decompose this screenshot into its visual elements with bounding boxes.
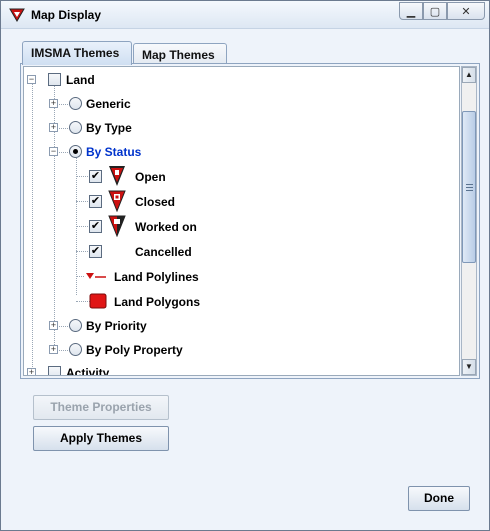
close-button[interactable]: ✕ [447,2,485,20]
tree-scrollbar[interactable]: ▲ ▼ [461,66,477,376]
tree-guide-line [54,79,55,347]
maximize-icon: ▢ [429,5,441,18]
tree-node-label: By Priority [86,319,147,333]
tree-node-by-poly-property[interactable]: + By Poly Property [24,338,459,362]
scroll-down-button[interactable]: ▼ [462,359,476,375]
collapse-icon[interactable]: − [27,74,36,84]
tree-guide-line [76,276,84,277]
tree-guide-line [54,326,68,327]
close-icon: ✕ [461,5,471,18]
tree-node-label: Open [135,169,166,184]
tree-node-label: Activity [66,366,110,376]
expand-icon[interactable]: + [49,122,58,132]
expand-icon[interactable]: + [49,98,58,108]
arrow-up-icon: ▲ [465,70,473,79]
window-title: Map Display [31,8,102,22]
theme-properties-button[interactable]: Theme Properties [33,395,169,420]
tree-guide-line [76,176,90,177]
tree-node-land-polygons[interactable]: Land Polygons [24,289,459,314]
tree-node-generic[interactable]: + Generic [24,92,459,116]
tree-node-by-priority[interactable]: + By Priority [24,314,459,338]
tree-guide-line [54,350,68,351]
title-bar[interactable]: Map Display ▁ ▢ ✕ [1,1,489,29]
maximize-button[interactable]: ▢ [423,2,447,20]
tree-node-label: By Poly Property [86,343,183,357]
tree-guide-line [76,201,90,202]
arrow-down-icon: ▼ [465,362,473,371]
tree-node-label: Worked on [135,219,197,234]
worked-on-marker-icon [108,215,126,237]
tree-node-open[interactable]: ✔ Open [24,164,459,189]
tab-map-themes[interactable]: Map Themes [133,43,227,65]
tree-node-label: Land [66,73,95,87]
scroll-up-button[interactable]: ▲ [462,67,476,83]
tree-node-label: Generic [86,97,131,111]
tree-node-activity[interactable]: + Activity [24,361,459,376]
done-button[interactable]: Done [408,486,470,511]
activity-checkbox[interactable] [48,366,61,375]
tree-guide-line [76,251,90,252]
expand-icon[interactable]: + [49,320,58,330]
grip-icon [466,184,473,191]
tree-node-land-polylines[interactable]: Land Polylines [24,264,459,289]
by-priority-radio[interactable] [69,319,82,332]
theme-tree[interactable]: − Land + Generic + By Type [23,66,460,376]
tree-node-cancelled[interactable]: ✔ Cancelled [24,239,459,264]
tree-node-by-type[interactable]: + By Type [24,116,459,140]
scroll-thumb[interactable] [462,111,476,263]
by-poly-property-radio[interactable] [69,343,82,356]
open-marker-icon [109,166,125,186]
minimize-button[interactable]: ▁ [399,2,423,20]
by-type-radio[interactable] [69,121,82,134]
cancelled-checkbox[interactable]: ✔ [89,245,102,258]
polygon-icon [89,293,107,309]
closed-checkbox[interactable]: ✔ [89,195,102,208]
tree-guide-line [54,104,68,105]
tree-node-worked-on[interactable]: ✔ Worked on [24,214,459,239]
tree-guide-line [54,152,68,153]
tree-guide-line [54,128,68,129]
tree-guide-line [76,226,90,227]
generic-radio[interactable] [69,97,82,110]
expand-icon[interactable]: + [49,344,58,354]
imsma-themes-panel: − Land + Generic + By Type [20,63,480,379]
tree-guide-line [32,79,33,375]
tree-node-label: Closed [135,194,176,209]
expand-icon[interactable]: + [27,367,36,376]
open-checkbox[interactable]: ✔ [89,170,102,183]
dialog-content: IMSMA Themes Map Themes [7,29,483,524]
tree-node-land[interactable]: − Land [24,68,459,92]
worked-on-checkbox[interactable]: ✔ [89,220,102,233]
tree-node-label: Land Polygons [114,294,201,309]
tree-node-label: By Status [86,145,142,159]
collapse-icon[interactable]: − [49,146,58,156]
tree-node-by-status[interactable]: − By Status [24,140,459,164]
land-checkbox[interactable] [48,73,61,86]
tree-node-label: Land Polylines [114,269,199,284]
tree-node-label: By Type [86,121,132,135]
tree-node-label: Cancelled [135,244,192,259]
by-status-radio[interactable] [69,145,82,158]
tree-guide-line [76,301,90,302]
closed-marker-icon [108,190,126,212]
polyline-icon [86,273,106,279]
window-controls: ▁ ▢ ✕ [399,2,485,20]
minimize-icon: ▁ [406,5,416,18]
tab-imsma-themes[interactable]: IMSMA Themes [22,41,132,65]
tree-guide-line [76,155,77,295]
apply-themes-button[interactable]: Apply Themes [33,426,169,451]
tree-node-closed[interactable]: ✔ Closed [24,189,459,214]
app-icon [9,8,25,22]
